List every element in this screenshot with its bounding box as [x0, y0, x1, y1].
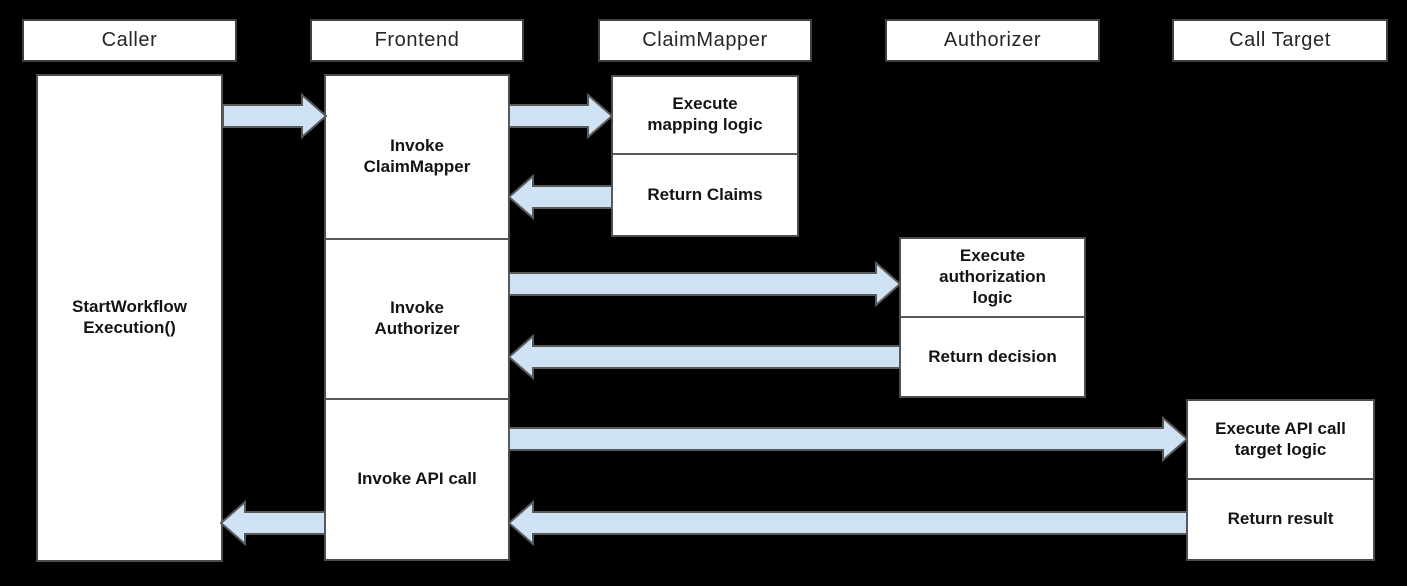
arrow-frontend-to-caller: [219, 499, 326, 547]
activation-label: Execute API call target logic: [1215, 418, 1346, 459]
authorizer-section-return: Return decision: [901, 316, 1084, 396]
activation-authorizer: Execute authorization logic Return decis…: [899, 237, 1086, 398]
activation-label: Return result: [1227, 509, 1334, 529]
activation-label: Invoke Authorizer: [374, 298, 460, 338]
participant-header-frontend: Frontend: [310, 19, 524, 62]
activation-calltarget: Execute API call target logic Return res…: [1186, 399, 1375, 561]
activation-section: StartWorkflow Execution(): [38, 76, 221, 560]
participant-header-caller: Caller: [22, 19, 237, 62]
claimmapper-section-execute: Execute mapping logic: [613, 77, 797, 153]
activation-label: Execute mapping logic: [647, 94, 763, 134]
calltarget-section-execute: Execute API call target logic: [1188, 401, 1373, 478]
arrow-frontend-to-claimmapper: [508, 92, 614, 140]
activation-label: StartWorkflow Execution(): [72, 297, 187, 337]
activation-caller: StartWorkflow Execution(): [36, 74, 223, 562]
arrow-claimmapper-to-frontend: [507, 173, 613, 221]
frontend-section-invoke-claimmapper: Invoke ClaimMapper: [326, 76, 508, 238]
participant-label: ClaimMapper: [642, 29, 768, 51]
arrow-frontend-to-authorizer: [508, 260, 902, 308]
activation-label: Execute authorization logic: [939, 246, 1046, 307]
activation-label: Return Claims: [647, 184, 763, 204]
participant-header-authorizer: Authorizer: [885, 19, 1100, 62]
frontend-section-invoke-api-call: Invoke API call: [326, 398, 508, 559]
activation-claimmapper: Execute mapping logic Return Claims: [611, 75, 799, 237]
activation-frontend: Invoke ClaimMapper Invoke Authorizer Inv…: [324, 74, 510, 561]
participant-label: Authorizer: [943, 29, 1042, 51]
arrow-calltarget-to-frontend: [507, 499, 1188, 547]
participant-label: Frontend: [374, 29, 460, 51]
frontend-section-invoke-authorizer: Invoke Authorizer: [326, 238, 508, 398]
participant-label: Caller: [101, 29, 158, 51]
activation-label: Invoke ClaimMapper: [363, 136, 471, 176]
arrow-caller-to-frontend: [222, 92, 328, 140]
arrow-authorizer-to-frontend: [507, 333, 901, 381]
participant-label: Call Target: [1229, 29, 1331, 51]
participant-header-claimmapper: ClaimMapper: [598, 19, 812, 62]
activation-label: Invoke API call: [357, 469, 477, 489]
arrow-frontend-to-calltarget: [508, 415, 1189, 463]
activation-label: Return decision: [928, 346, 1057, 366]
calltarget-section-return: Return result: [1188, 478, 1373, 559]
claimmapper-section-return: Return Claims: [613, 153, 797, 235]
authorizer-section-execute: Execute authorization logic: [901, 239, 1084, 316]
participant-header-calltarget: Call Target: [1172, 19, 1388, 62]
